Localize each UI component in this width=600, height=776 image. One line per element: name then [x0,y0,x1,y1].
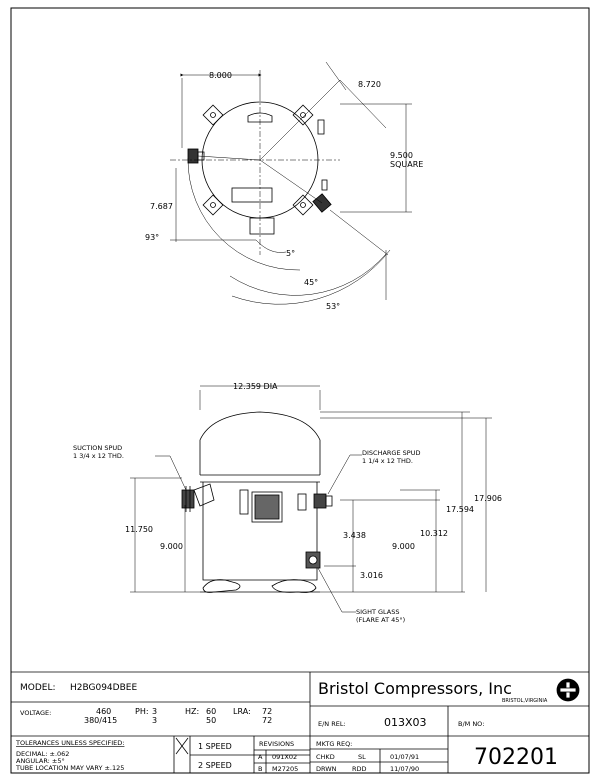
drawing-border [10,7,590,774]
drwn-initials: RDD [352,765,367,773]
height-9000-left-label: 9.000 [160,542,183,551]
mktg-label: MKTG REQ: [316,740,352,748]
side-view [130,385,492,613]
height-17906-label: 17.906 [474,494,502,503]
suction-label-2: 1 3/4 x 12 THD. [73,452,124,460]
lra-2: 72 [262,716,272,725]
en-rel-label: E/N REL: [318,720,346,728]
side-tab [317,119,325,135]
drwn-label: DRWN [316,765,337,773]
dim-square-value: 9.500 [390,151,413,160]
height-3438-label: 3.438 [343,531,366,540]
tolerance-decimal: DECIMAL: ±.062 [16,750,69,758]
sight-glass-label-1: SIGHT GLASS [356,608,400,616]
height-3016-label: 3.016 [360,571,383,580]
discharge-label-2: 1 1/4 x 12 THD. [362,457,413,465]
dim-width-label: 8.000 [209,71,232,80]
ph-1: 3 [152,707,157,716]
dim-square-label: SQUARE [390,160,423,169]
terminal-cover [249,217,275,235]
shell-body [202,482,318,581]
voltage-1: 460 [96,707,111,716]
model-label: MODEL: [20,683,56,693]
rev-a-letter: A [258,753,263,761]
rev-a-value: 091X02 [272,753,297,761]
height-9000-right-label: 9.000 [392,542,415,551]
terminal-box-side [251,491,283,523]
dia-label: 12.359 DIA [233,382,278,391]
mount-bracket-left [239,489,249,515]
hz-label: HZ: [185,707,199,716]
hz-1: 60 [206,707,216,716]
mounting-foot-se [292,194,314,216]
angle-5-label: 5° [286,249,295,258]
lra-1: 72 [262,707,272,716]
rev-b-value: M27205 [272,765,298,773]
sight-glass-label-2: (FLARE AT 45°) [356,616,405,624]
company-name: Bristol Compressors, Inc [318,679,512,698]
drwn-date: 11/07/90 [390,765,419,773]
shell-dome [199,411,321,475]
height-11750-label: 11.750 [125,525,153,534]
company-location: BRISTOL,VIRGINIA [502,698,548,704]
bm-label: B/M NO: [458,720,484,728]
chkd-date: 01/07/91 [390,753,419,761]
angle-93-label: 93° [145,233,159,242]
suction-spud-side [181,483,215,512]
speed-2-label: 2 SPEED [198,761,232,770]
hz-2: 50 [206,716,216,725]
top-view [170,61,412,305]
angle-45-label: 45° [304,278,318,287]
height-17594-label: 17.594 [446,505,474,514]
mount-bracket-right [297,493,307,511]
sight-glass [305,551,321,569]
voltage-label: VOLTAGE: [20,709,51,717]
chkd-initials: SL [358,753,366,761]
side-tab-2 [321,179,328,191]
model-value: H2BG094DBEE [70,683,137,693]
lifting-tab [247,112,273,123]
en-rel-value: 013X03 [384,716,427,729]
dim-diag-label: 8.720 [358,80,381,89]
mounting-foot-nw [202,104,224,126]
bm-value: 702201 [474,745,558,770]
terminal-box [231,187,273,203]
mounting-foot-ne [292,104,314,126]
revisions-label: REVISIONS [259,740,294,748]
bristol-logo [556,678,580,702]
ph-label: PH: [135,707,149,716]
angle-53-label: 53° [326,302,340,311]
rev-b-letter: B [258,765,262,773]
discharge-label-1: DISCHARGE SPUD [362,449,420,457]
tolerance-angular: ANGULAR: ±5° [16,757,65,765]
tolerance-header: TOLERANCES UNLESS SPECIFIED: [15,739,124,747]
ph-2: 3 [152,716,157,725]
lra-label: LRA: [233,707,251,716]
speed-1-label: 1 SPEED [198,742,232,751]
dim-offset-label: 7.687 [150,202,173,211]
title-block [11,671,589,773]
voltage-2: 380/415 [84,716,117,725]
suction-label-1: SUCTION SPUD [73,444,122,452]
height-10312-label: 10.312 [420,529,448,538]
chkd-label: CHKD [316,753,335,761]
discharge-spud-side [313,493,333,509]
mounting-foot-sw [202,194,224,216]
tolerance-tube: TUBE LOCATION MAY VARY ±.125 [15,764,124,772]
